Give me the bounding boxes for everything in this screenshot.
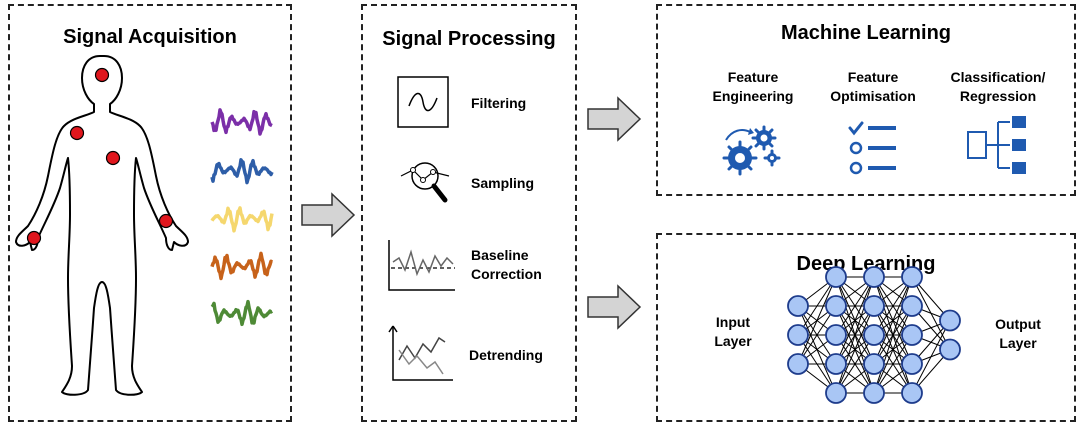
- nn-connection: [835, 305, 875, 394]
- nn-connection: [873, 334, 913, 394]
- machine-learning-title: Machine Learning: [780, 22, 952, 44]
- magnifier-sampling-icon: [400, 162, 450, 203]
- nn-node: [825, 353, 847, 375]
- arrow-right-icon: [587, 284, 642, 330]
- nn-connection: [873, 305, 913, 394]
- nn-connection: [835, 276, 875, 365]
- nn-node: [787, 295, 809, 317]
- nn-connection: [835, 276, 875, 394]
- signal-wave: [210, 206, 274, 233]
- input-layer-line2: Layer: [714, 333, 752, 349]
- output-layer-line2: Layer: [999, 335, 1037, 351]
- baseline-chart-icon: [388, 240, 455, 291]
- nn-node: [939, 338, 961, 361]
- baseline-line1: Baseline: [471, 247, 529, 263]
- nn-node: [901, 266, 923, 288]
- nn-node: [863, 295, 885, 317]
- ml-item-line1: Feature: [727, 69, 779, 85]
- neural-network: [787, 266, 961, 404]
- electrode-dot: [105, 150, 121, 166]
- nn-node: [825, 382, 847, 404]
- nn-connection: [873, 276, 913, 336]
- checklist-icon: [848, 121, 896, 175]
- nn-connection: [835, 334, 875, 394]
- nn-node: [863, 382, 885, 404]
- nn-node: [825, 266, 847, 288]
- signal-wave: [210, 251, 274, 281]
- nn-node: [901, 295, 923, 317]
- nn-node: [863, 266, 885, 288]
- electrode-dot: [69, 125, 85, 141]
- nn-node: [787, 353, 809, 375]
- ml-item-line2: Optimisation: [830, 88, 916, 104]
- electrodes: [26, 67, 174, 246]
- nn-node: [787, 324, 809, 346]
- nn-connection: [873, 276, 913, 365]
- input-layer-label: Input Layer: [698, 313, 768, 351]
- ml-item-line2: Regression: [959, 88, 1037, 104]
- trend-chart-icon: [388, 325, 453, 381]
- signal-acquisition-panel: Signal Acquisition: [8, 4, 292, 422]
- nn-connection: [911, 320, 951, 394]
- step-label-detrending: Detrending: [469, 347, 543, 363]
- hierarchy-icon: [967, 116, 1026, 174]
- machine-learning-panel: Machine Learning Feature Engineering Fea…: [656, 4, 1076, 196]
- nn-node: [863, 324, 885, 346]
- signal-wave: [210, 299, 274, 327]
- arrow-right-icon: [301, 192, 356, 238]
- input-layer-line1: Input: [715, 314, 751, 330]
- electrode-dot: [158, 213, 174, 229]
- signal-acquisition-title: Signal Acquisition: [63, 26, 237, 48]
- signal-processing-panel: Signal Processing Filtering Sampling Bas…: [361, 4, 577, 422]
- nn-connection: [797, 276, 837, 365]
- deep-learning-panel: Deep Learning Input Layer Output Layer: [656, 233, 1076, 422]
- step-label-baseline: Baseline Correction: [471, 246, 542, 284]
- baseline-line2: Correction: [471, 266, 542, 282]
- filter-wave-icon: [397, 76, 449, 128]
- ml-item-line1: Classification/: [950, 69, 1046, 85]
- nn-node: [825, 295, 847, 317]
- signal-processing-title: Signal Processing: [382, 28, 556, 50]
- ml-item-feature-optimisation: Feature Optimisation: [818, 68, 928, 106]
- nn-connection: [797, 305, 837, 365]
- nn-node: [825, 324, 847, 346]
- ml-item-line2: Engineering: [712, 88, 794, 104]
- arrow-right-icon: [587, 96, 642, 142]
- step-label-sampling: Sampling: [471, 175, 535, 191]
- step-label-filtering: Filtering: [471, 95, 527, 111]
- signal-wave: [210, 108, 273, 136]
- human-body-icon: [15, 55, 189, 396]
- nn-connection: [873, 276, 913, 394]
- nn-node: [901, 353, 923, 375]
- nn-node: [863, 353, 885, 375]
- nn-node: [901, 324, 923, 346]
- ml-item-line1: Feature: [847, 69, 899, 85]
- ml-item-feature-engineering: Feature Engineering: [698, 68, 808, 106]
- nn-connection: [797, 276, 837, 336]
- output-layer-label: Output Layer: [980, 315, 1056, 353]
- nn-connection: [835, 276, 875, 336]
- ml-item-classification: Classification/ Regression: [938, 68, 1058, 106]
- signal-waves: [210, 108, 274, 327]
- output-layer-line1: Output: [995, 316, 1041, 332]
- signal-wave: [210, 158, 274, 185]
- gears-icon: [722, 125, 781, 176]
- nn-node: [939, 309, 961, 332]
- electrode-dot: [26, 230, 42, 246]
- nn-node: [901, 382, 923, 404]
- electrode-dot: [94, 67, 110, 83]
